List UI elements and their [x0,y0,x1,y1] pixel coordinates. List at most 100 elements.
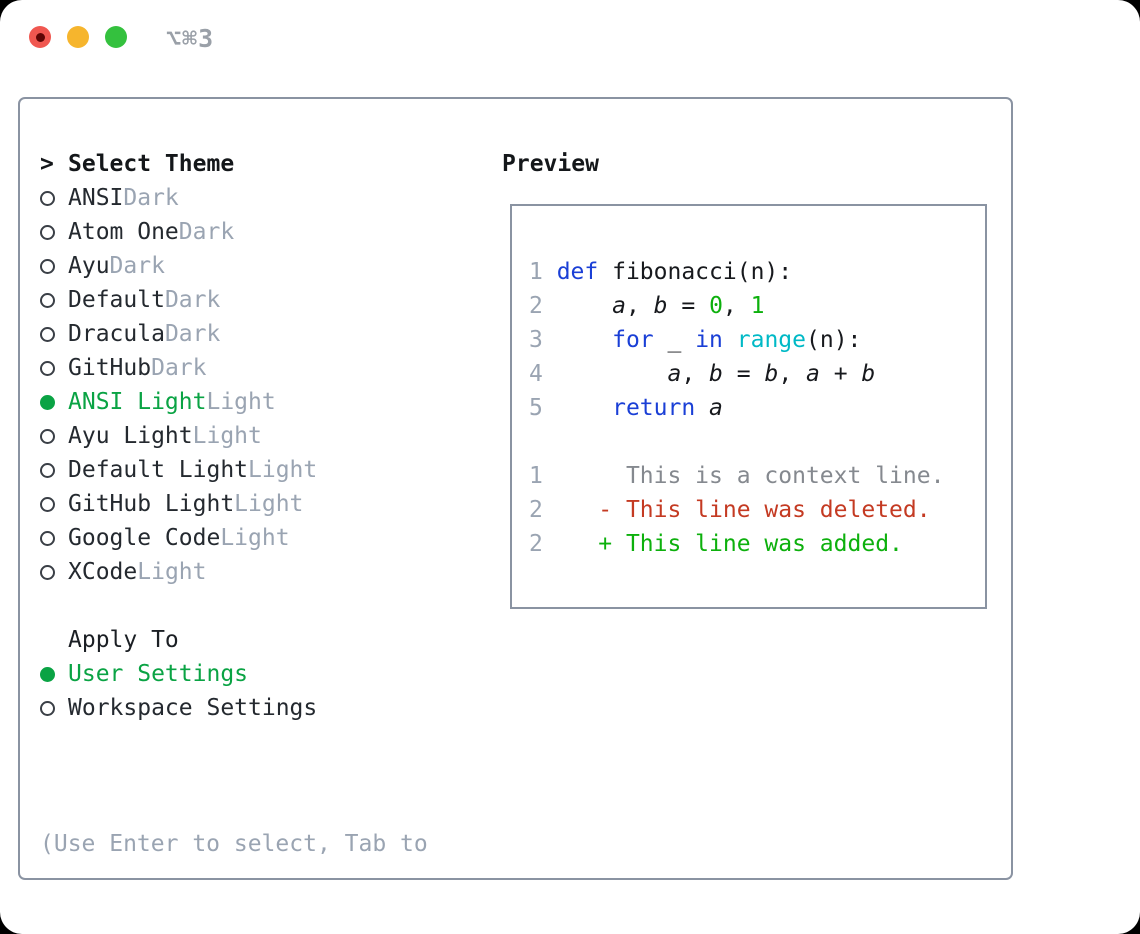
token-pl [557,293,612,319]
theme-option-label: ANSI Light [68,389,207,415]
radio-icon [40,496,68,512]
theme-variant-tag: Light [192,423,262,449]
apply-to-title: Apply To [68,627,179,653]
radio-selected-icon [40,394,68,410]
code-line: 5 return a [529,391,985,425]
token-pl [695,395,709,421]
preview-column: Preview 1 def fibonacci(n):2 a, b = 0, 1… [502,147,987,609]
line-number: 2 [529,497,543,523]
token-pl: (n): [806,327,862,353]
theme-option-label: Ayu Light [68,423,193,449]
theme-variant-tag: Light [248,457,318,483]
theme-option-xcode[interactable]: XCode Light [40,555,428,589]
token-pl: + [819,361,862,387]
theme-option-atom-one[interactable]: Atom One Dark [40,215,428,249]
blank-line [529,425,985,459]
token-pl [723,327,737,353]
token-var: a [806,361,820,387]
token-fn: range [736,327,806,353]
line-number: 3 [529,327,543,353]
line-number: 4 [529,361,543,387]
theme-option-ayu[interactable]: Ayu Dark [40,249,428,283]
select-theme-title: Select Theme [68,151,235,177]
theme-option-dracula[interactable]: Dracula Dark [40,317,428,351]
token-pl: _ [653,327,696,353]
theme-option-ansi[interactable]: ANSI Dark [40,181,428,215]
apply-option-workspace-settings[interactable]: Workspace Settings [40,691,428,725]
maximize-button[interactable] [105,26,127,48]
hint-text: (Use Enter to select, Tab to change focu… [40,759,428,934]
hint-line-2: change focus) [40,929,428,934]
apply-to-header: Apply To [40,623,428,657]
close-button-dot-icon [35,32,45,42]
token-pl [557,395,612,421]
spacer [40,589,428,623]
code-line: 4 a, b = b, a + b [529,357,985,391]
token-var: a [612,293,626,319]
token-num: 1 [750,293,765,319]
radio-icon [40,360,68,376]
theme-option-default[interactable]: Default Dark [40,283,428,317]
radio-icon [40,564,68,580]
theme-option-label: Default Light [68,457,249,483]
theme-option-ansi-light[interactable]: ANSI Light Light [40,385,428,419]
apply-option-label: User Settings [68,661,249,687]
radio-icon [40,428,68,444]
cursor-prefix-icon: > [40,151,54,177]
theme-option-label: Google Code [68,525,221,551]
code-line: 1 def fibonacci(n): [529,255,985,289]
theme-option-label: Dracula [68,321,165,347]
token-pl: , [625,293,654,319]
token-del: - This line was deleted. [556,497,931,523]
radio-icon [40,462,68,478]
radio-icon [40,292,68,308]
radio-icon [40,700,68,716]
line-number: 1 [529,463,543,489]
theme-variant-tag: Light [234,491,304,517]
context-line: 1 This is a context line. [529,459,985,493]
close-button[interactable] [29,26,51,48]
apply-option-user-settings[interactable]: User Settings [40,657,428,691]
theme-option-label: ANSI [68,185,124,211]
radio-icon [40,326,68,342]
token-var: a [667,361,682,387]
preview-title: Preview [502,151,599,177]
minimize-button[interactable] [67,26,89,48]
theme-option-github[interactable]: GitHub Dark [40,351,428,385]
theme-option-github-light[interactable]: GitHub Light Light [40,487,428,521]
theme-option-ayu-light[interactable]: Ayu Light Light [40,419,428,453]
theme-option-default-light[interactable]: Default Light Light [40,453,428,487]
theme-option-label: Ayu [68,253,110,279]
token-var: b [861,361,876,387]
radio-icon [40,190,68,206]
theme-variant-tag: Dark [164,321,221,347]
theme-option-label: Default [68,287,165,313]
token-add: + This line was added. [556,531,903,557]
titlebar: ⌥⌘3 [0,0,1140,70]
theme-option-label: GitHub Light [68,491,235,517]
token-pl: , [778,361,807,387]
token-ctx: This is a context line. [556,463,945,489]
added-line: 2 + This line was added. [529,527,985,561]
theme-variant-tag: Dark [178,219,235,245]
hint-line-1: (Use Enter to select, Tab to [40,831,428,857]
spacer [40,725,428,759]
line-number: 1 [529,259,543,285]
token-kw: def [556,259,613,285]
theme-variant-tag: Light [206,389,276,415]
theme-option-label: Atom One [68,219,179,245]
token-var: b [764,361,779,387]
theme-option-label: XCode [68,559,138,585]
token-pl [557,361,668,387]
theme-option-google-code[interactable]: Google Code Light [40,521,428,555]
token-pl: = [667,293,710,319]
token-var: b [709,361,723,387]
token-kw: in [695,327,723,353]
radio-icon [40,224,68,240]
